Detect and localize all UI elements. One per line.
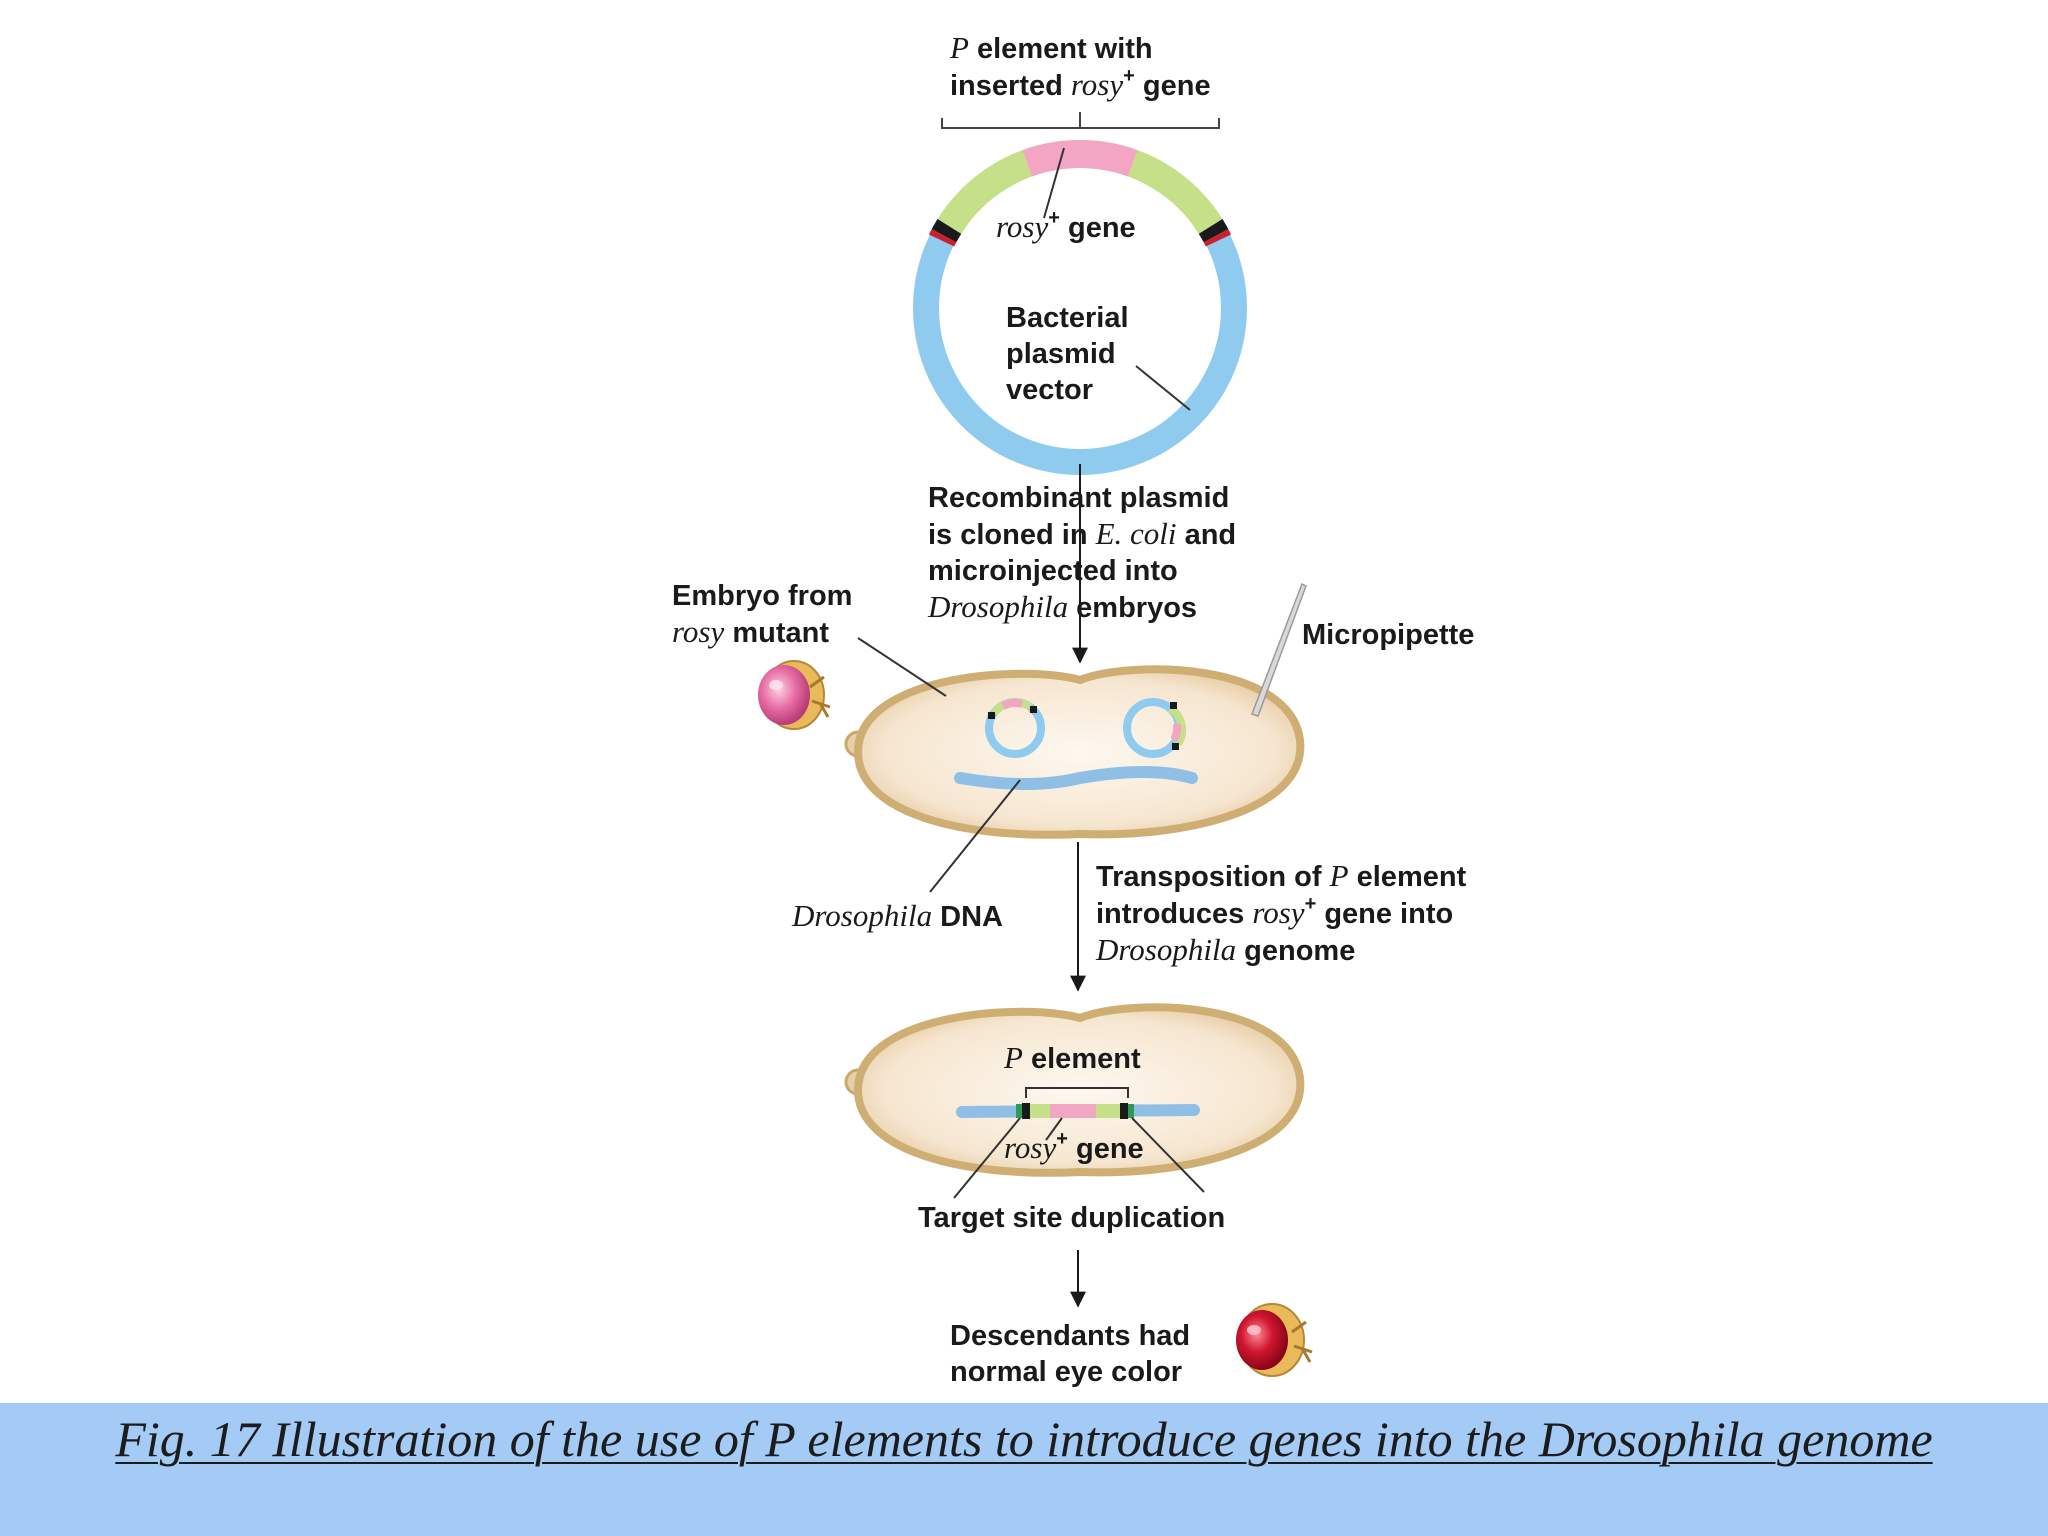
embryo-1 [844,665,1305,839]
label-descendants: Descendants had normal eye color [950,1320,1191,1388]
small-plasmid-1 [985,698,1045,758]
rosy-gene-pointer [1043,147,1065,219]
label-micropipette: Micropipette [1302,619,1475,651]
target-site-pointer-left [953,1117,1021,1199]
p-element-bracket-2 [1025,1087,1129,1098]
label-target-site-duplication: Target site duplication [918,1202,1226,1234]
vector-pointer [1135,365,1191,411]
label-rosy-gene-2: rosy+ gene [1004,1128,1144,1165]
label-transposition: Transposition of P element introduces ro… [1096,858,1467,967]
dna-pointer [929,779,1021,893]
drosophila-dna [954,766,1198,790]
caption-bar: Fig. 17 Illustration of the use of P ele… [0,1403,2048,1536]
p-element-diagram [758,112,1313,1377]
figure-caption: Fig. 17 Illustration of the use of P ele… [115,1411,1933,1467]
p-element-bracket [941,112,1220,129]
rosy-gene-segment [1022,140,1138,177]
small-plasmid-2 [1123,698,1187,758]
label-p-element: P element [1004,1040,1141,1075]
target-site-pointer-right [1131,1117,1205,1193]
label-drosophila-dna: Drosophila DNA [792,898,1003,933]
rosy-mutant-eye-icon [758,660,831,730]
p-element-left-end [931,218,962,243]
normal-eye-icon [1236,1303,1313,1377]
label-embryo-from-rosy-mutant: Embryo from rosy mutant [672,580,853,649]
embryo-2 [844,1003,1305,1177]
micropipette-icon [1251,582,1307,717]
label-bacterial-plasmid-vector: Bacterial plasmid vector [1006,302,1129,406]
p-element-right-end [1198,218,1229,243]
label-rosy-gene: rosy+ gene [996,207,1136,244]
label-p-element-with-rosy: P element with inserted rosy+ gene [950,30,1211,102]
bacterial-plasmid [913,140,1247,475]
embryo-pointer [857,637,947,697]
label-recombinant-plasmid: Recombinant plasmid is cloned in E. coli… [928,482,1237,624]
